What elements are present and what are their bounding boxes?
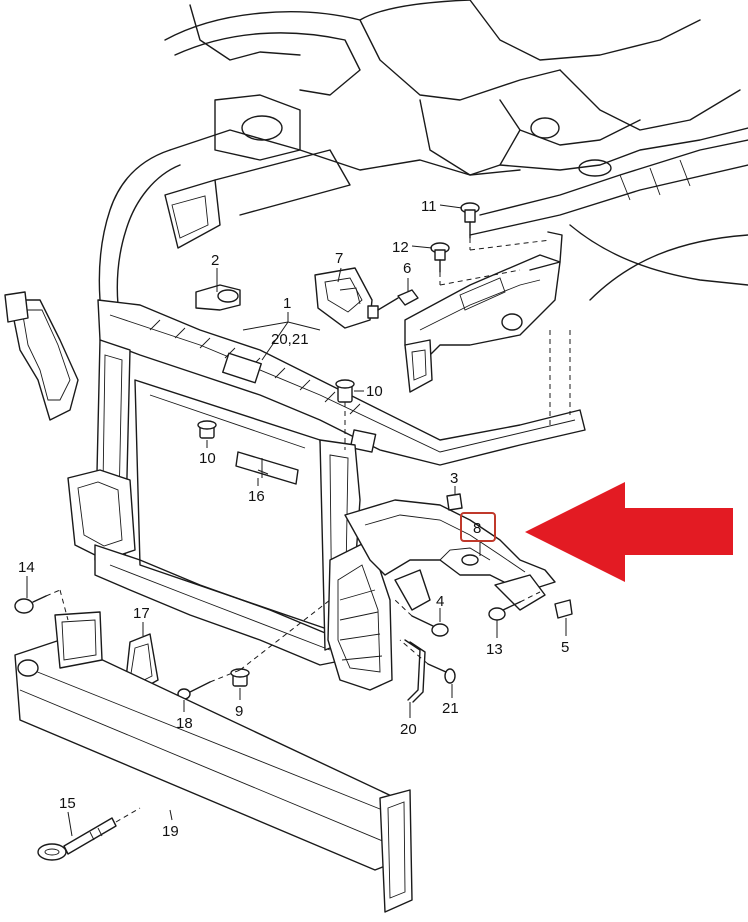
- clip-part-5: [554, 599, 573, 619]
- bolt-part-12: [430, 242, 450, 273]
- callout-12: 12: [392, 239, 409, 256]
- callout-21: 21: [442, 700, 459, 717]
- body-shell: [98, 0, 748, 306]
- nut-part-3: [446, 493, 463, 511]
- callout-16: 16: [248, 488, 265, 505]
- front-end-carrier: [4, 291, 586, 691]
- callout-20: 20: [400, 721, 417, 738]
- bracket-part-7: [314, 267, 379, 329]
- assembly-dash-lines: [45, 238, 571, 823]
- strip-part-16: [235, 451, 299, 485]
- rod-part-20: [404, 639, 426, 703]
- bracket-part-8: [344, 499, 556, 611]
- callout-10-upper: 10: [366, 383, 383, 400]
- grommet-part-10-lower: [197, 420, 217, 439]
- pin-part-18: [177, 681, 211, 700]
- callout-5: 5: [561, 639, 569, 656]
- bolt-part-13: [488, 601, 521, 621]
- highlight-box: [460, 512, 496, 542]
- callout-3: 3: [450, 470, 458, 487]
- callout-15: 15: [59, 795, 76, 812]
- clip-part-2: [195, 284, 241, 311]
- red-pointer-arrow: [525, 482, 733, 582]
- bolt-part-4: [411, 615, 449, 637]
- callout-18: 18: [176, 715, 193, 732]
- callout-17: 17: [133, 605, 150, 622]
- bumper-beam-part-19: [14, 611, 413, 913]
- bolt-part-14: [14, 595, 47, 614]
- grommet-part-9: [230, 668, 250, 687]
- callout-1: 1: [283, 295, 291, 312]
- callout-19: 19: [162, 823, 179, 840]
- callout-7: 7: [335, 250, 343, 267]
- callout-6: 6: [403, 260, 411, 277]
- upper-rail-assembly: [404, 231, 563, 393]
- pin-part-21: [427, 663, 456, 684]
- callout-2: 2: [211, 252, 219, 269]
- leader-lines: [26, 204, 567, 837]
- callout-8: 8: [473, 520, 481, 537]
- callout-11: 11: [421, 198, 437, 215]
- bolt-part-11: [460, 202, 480, 239]
- callout-1-sub: 20,21: [271, 331, 309, 348]
- callout-10-lower: 10: [199, 450, 216, 467]
- callout-13: 13: [486, 641, 503, 658]
- grommet-part-10-upper: [335, 379, 355, 403]
- callout-labels: 1 20,21 2 3 4 5 6 7 8 9 10 10 11 12 13 1…: [18, 198, 569, 840]
- callout-14: 14: [18, 559, 35, 576]
- towing-eye-part-15: [37, 817, 117, 861]
- bolt-part-6: [377, 289, 419, 311]
- callout-9: 9: [235, 703, 243, 720]
- callout-4: 4: [436, 593, 444, 610]
